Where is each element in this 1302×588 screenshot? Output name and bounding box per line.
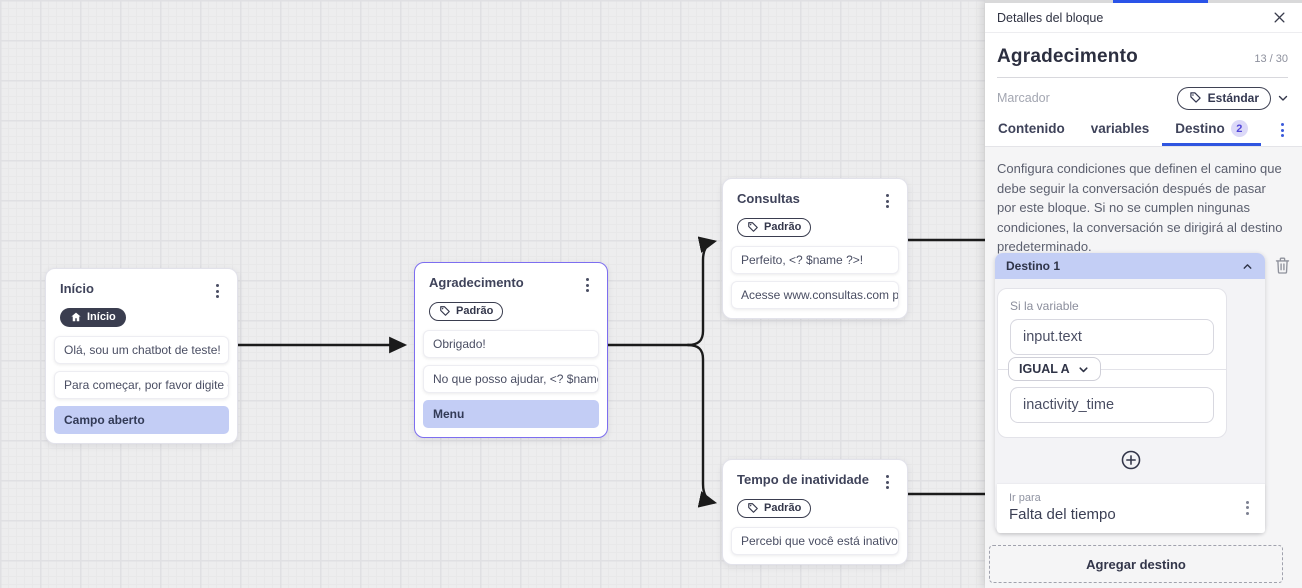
variable-input[interactable]: input.text <box>1010 319 1214 355</box>
go-to-label: Ir para <box>1009 492 1041 504</box>
close-icon[interactable] <box>1272 10 1287 25</box>
tag-icon <box>1189 91 1202 104</box>
connector-to-consultas <box>686 236 718 347</box>
node-menu-icon[interactable] <box>582 275 593 295</box>
divider <box>997 77 1288 78</box>
tab-label: Destino <box>1175 121 1225 136</box>
node-menu-icon[interactable] <box>212 281 223 301</box>
condition-card: Si la variable input.text IGUAL A inacti… <box>997 288 1227 438</box>
tab-destino[interactable]: Destino 2 <box>1162 114 1261 146</box>
node-type-badge: Início <box>60 308 126 327</box>
home-icon <box>70 311 82 323</box>
marcador-value: Estándar <box>1207 90 1259 105</box>
chevron-up-icon[interactable] <box>1241 260 1254 273</box>
marcador-select[interactable]: Estándar <box>1176 86 1271 110</box>
destination-count-badge: 2 <box>1230 120 1248 137</box>
node-badge-label: Padrão <box>764 502 802 514</box>
add-destination-label: Agregar destino <box>1086 556 1186 572</box>
destination-description: Configura condiciones que definen el cam… <box>997 161 1283 254</box>
node-message-item[interactable]: Para começar, por favor digite o ... <box>54 371 229 399</box>
tag-icon <box>439 305 451 317</box>
block-details-panel: Detalles del bloque Agradecimento 13 / 3… <box>985 0 1302 588</box>
node-message-item[interactable]: Acesse www.consultas.com par... <box>731 281 899 309</box>
node-message-item[interactable]: Percebi que você está inativo. C... <box>731 527 899 555</box>
node-type-badge: Padrão <box>737 218 812 237</box>
tabs-menu-icon[interactable] <box>1277 120 1288 140</box>
go-to-row[interactable]: Ir para Falta del tiempo <box>997 483 1265 533</box>
flow-node-inicio[interactable]: Início Início Olá, sou um chatbot de tes… <box>45 268 238 444</box>
node-menu-icon[interactable] <box>882 191 893 211</box>
node-title: Início <box>60 281 94 296</box>
operator-select[interactable]: IGUAL A <box>1008 357 1101 381</box>
char-counter: 13 / 30 <box>1254 53 1288 65</box>
value-input[interactable]: inactivity_time <box>1010 387 1214 423</box>
node-action-item[interactable]: Campo aberto <box>54 406 229 434</box>
node-type-badge: Padrão <box>737 499 812 518</box>
go-to-value: Falta del tiempo <box>1009 506 1116 523</box>
node-badge-label: Início <box>87 311 116 323</box>
node-menu-icon[interactable] <box>882 472 893 492</box>
divider <box>998 369 1226 370</box>
tag-icon <box>747 221 759 233</box>
add-destination-button[interactable]: Agregar destino <box>989 545 1283 583</box>
block-name[interactable]: Agradecimento <box>997 46 1138 67</box>
variable-label: Si la variable <box>1010 299 1079 313</box>
panel-top-strip <box>985 0 1302 3</box>
tab-variables[interactable]: variables <box>1078 114 1163 146</box>
node-message-item[interactable]: No que posso ajudar, <? $name ... <box>423 365 599 393</box>
add-condition-icon[interactable] <box>1120 449 1142 471</box>
node-badge-label: Padrão <box>764 221 802 233</box>
flow-node-tempo-de-inatividade[interactable]: Tempo de inatividade Padrão Percebi que … <box>722 459 908 565</box>
chevron-down-icon[interactable] <box>1276 91 1290 105</box>
flow-node-consultas[interactable]: Consultas Padrão Perfeito, <? $name ?>! … <box>722 178 908 319</box>
connector-to-tempo <box>686 343 718 508</box>
marcador-label: Marcador <box>997 91 1050 105</box>
destination-card: Destino 1 Si la variable input.text <box>995 253 1290 533</box>
node-type-badge: Padrão <box>429 302 504 321</box>
destination-title: Destino 1 <box>1006 259 1061 273</box>
operator-label: IGUAL A <box>1019 362 1070 376</box>
trash-icon[interactable] <box>1274 256 1291 275</box>
node-title: Tempo de inatividade <box>737 472 869 487</box>
panel-title: Detalles del bloque <box>997 10 1104 25</box>
node-title: Agradecimento <box>429 275 524 290</box>
node-badge-label: Padrão <box>456 305 494 317</box>
panel-tabs: Contenido variables Destino 2 <box>985 114 1302 147</box>
node-message-item[interactable]: Obrigado! <box>423 330 599 358</box>
tab-label: Contenido <box>998 121 1065 136</box>
chevron-down-icon <box>1077 363 1090 376</box>
active-tab-indicator <box>1113 0 1208 3</box>
flow-node-agradecimento[interactable]: Agradecimento Padrão Obrigado! No que po… <box>414 262 608 438</box>
tab-label: variables <box>1090 121 1150 136</box>
node-message-item[interactable]: Perfeito, <? $name ?>! <box>731 246 899 274</box>
node-message-item[interactable]: Olá, sou um chatbot de teste! <box>54 336 229 364</box>
node-title: Consultas <box>737 191 800 206</box>
destination-header[interactable]: Destino 1 <box>995 253 1265 279</box>
go-to-menu-icon[interactable] <box>1242 498 1253 518</box>
tag-icon <box>747 502 759 514</box>
tab-contenido[interactable]: Contenido <box>985 114 1078 146</box>
node-action-item[interactable]: Menu <box>423 400 599 428</box>
